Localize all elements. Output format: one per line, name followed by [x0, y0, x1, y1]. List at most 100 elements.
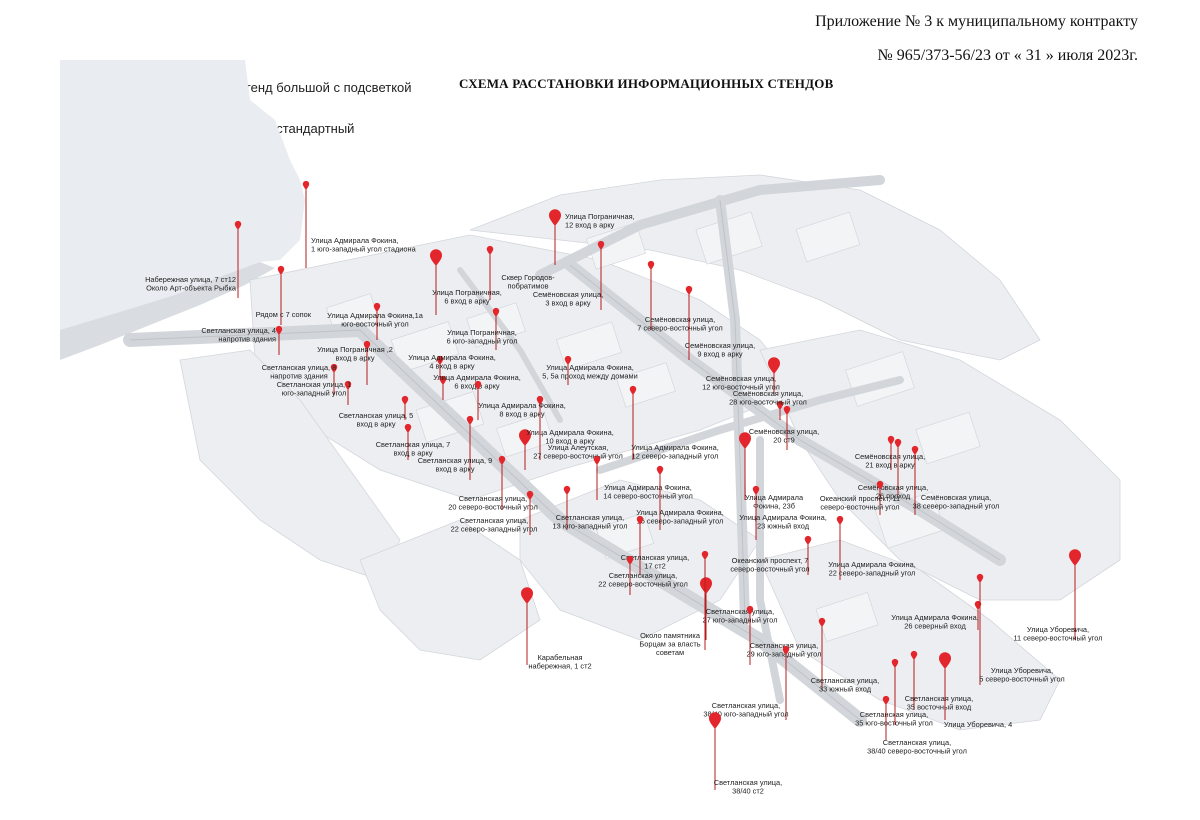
standard-stand-pin[interactable]: Светланская улица,38/40 юго-западный уго… [703, 645, 790, 720]
big-stand-pin[interactable]: Улица Пограничная,12 вход в арку [549, 209, 635, 265]
pin-label: Светланская улица,29 юго-западный угол [747, 641, 822, 659]
standard-stand-pin[interactable]: Семёновская улица,21 вход в арку [855, 435, 925, 470]
standard-stand-pin[interactable]: Улица Адмирала Фокина,12 северо-западный… [629, 385, 719, 461]
standard-stand-pin[interactable]: Семёновская улица,28 юго-восточный угол [729, 389, 807, 420]
pin-label-line: советам [656, 648, 684, 657]
pin-label-line: Улица Уборевича, 4 [944, 720, 1012, 729]
pin-label-line: Фокина, 23б [753, 502, 795, 511]
standard-stand-pin[interactable]: Улица Алеутская,27 северо-восточный угол [533, 395, 623, 461]
standard-stand-pin[interactable]: Улица Адмирала Фокина,5, 5а проход между… [542, 355, 638, 385]
standard-pin-marker-icon [277, 265, 285, 275]
standard-stand-pin[interactable]: Светланская улица,22 северо-восточный уг… [598, 555, 688, 595]
standard-stand-pin[interactable]: Светланская улица,17 ст2 [621, 515, 689, 575]
pin-label: Улица Адмирала Фокина,26 северный вход [891, 613, 979, 631]
standard-pin-marker-icon [976, 573, 984, 583]
standard-stand-pin[interactable]: Светланская улица,20 северо-восточный уг… [448, 455, 538, 512]
pin-label: Семёновская улица,26 проход [858, 483, 928, 501]
standard-stand-pin[interactable]: Улица Адмирала Фокина,8 вход в арку [474, 380, 566, 420]
standard-stand-pin[interactable]: Семёновская улица,20 ст9 [749, 405, 819, 450]
standard-stand-pin[interactable]: Улица Пограничная,6 юго-западный угол [447, 307, 518, 350]
pin-label: Улица Уборевича, 4 [944, 720, 1012, 729]
standard-stand-pin[interactable]: Улица Адмирала Фокина,22 северо-западный… [828, 515, 916, 580]
pin-label-line: Светланская улица, [714, 778, 782, 787]
standard-pin-marker-icon [752, 485, 760, 495]
pin-label-line: 1 юго-западный угол стадиона [311, 245, 417, 254]
big-pin-marker-icon [519, 429, 531, 446]
standard-stand-pin[interactable]: Светланская улица,38/40 северо-восточный… [867, 695, 967, 756]
big-pin-marker-icon [739, 432, 751, 449]
standard-stand-pin[interactable]: Светланская улица,35 юго-восточный угол [855, 658, 933, 728]
standard-stand-pin[interactable]: Рядом с 7 сопок [256, 265, 312, 325]
pin-label-line: 11 северо-восточный угол [1014, 634, 1103, 643]
standard-stand-pin[interactable]: Светланская улица,35 восточный вход [905, 650, 973, 712]
standard-stand-pin[interactable]: Улица Адмирала Фокина,14 северо-восточны… [593, 455, 693, 501]
big-stand-pin[interactable]: Улица Адмирала Фокина,10 вход в арку [519, 428, 614, 470]
standard-stand-pin[interactable]: Семёновская улица,26 проход [858, 438, 928, 501]
pin-label-line: вход в арку [435, 465, 474, 474]
bay-water [60, 60, 305, 355]
standard-stand-pin[interactable]: Улица Уборевича,5 северо-восточный угол [976, 573, 1065, 685]
standard-stand-pin[interactable]: Улица Адмирала Фокина,4 вход в арку [408, 353, 496, 380]
pin-label-line: 20 ст9 [773, 436, 794, 445]
standard-stand-pin[interactable]: Улица Адмирала Фокина,1 юго-западный уго… [302, 180, 417, 268]
big-pin-marker-icon [430, 249, 442, 266]
standard-stand-pin[interactable]: Светланская улица,22 северо-западный уго… [451, 490, 538, 535]
pin-label: Светланская улица,13 юго-западный угол [553, 513, 628, 531]
standard-stand-pin[interactable]: Семёновская улица,7 северо-восточный уго… [637, 260, 723, 333]
standard-stand-pin[interactable]: Семёновская улица,38 северо-западный уго… [911, 445, 1000, 515]
standard-pin-marker-icon [887, 435, 895, 445]
standard-pin-marker-icon [234, 220, 242, 230]
standard-pin-marker-icon [275, 325, 283, 335]
standard-pin-marker-icon [776, 400, 784, 410]
pin-label: Улица Адмирала Фокина,23 южный вход [739, 513, 827, 531]
pin-label: Семёновская улица,12 юго-восточный угол [702, 374, 780, 392]
big-stand-pin[interactable]: Улица Уборевича, 4 [939, 652, 1012, 729]
standard-pin-marker-icon [746, 605, 754, 615]
pin-label-line: 6 вход в арку [444, 297, 490, 306]
standard-stand-pin[interactable]: Семёновская улица,3 вход в арку [533, 240, 605, 310]
big-stand-pin[interactable]: Светланская улица,38/40 ст2 [709, 712, 782, 796]
big-stand-pin[interactable]: Улица Пограничная,6 вход в арку [430, 249, 502, 315]
pin-label: Светланская улица,33 южный вход [811, 676, 879, 694]
standard-stand-pin[interactable]: Светланская улица,33 южный вход [811, 617, 879, 694]
pin-label-line: 38/40 северо-восточный угол [867, 747, 967, 756]
pin-label-line: 6 юго-западный угол [447, 337, 518, 346]
standard-stand-pin[interactable]: Улица Адмирала Фокина,23 южный вход [739, 485, 827, 540]
pin-label-line: Светланская улица, [883, 738, 951, 747]
pin-label: Семёновская улица,20 ст9 [749, 427, 819, 445]
standard-stand-pin[interactable]: Улица Адмирала Фокина,16 северо-западный… [636, 465, 724, 530]
pin-label-line: побратимов [507, 282, 548, 291]
pin-label-line: Сквер Городов- [501, 273, 555, 282]
pin-label-line: Светланская улица, 1 [277, 380, 352, 389]
standard-stand-pin[interactable]: Семёновская улица,9 вход в арку [685, 285, 755, 360]
standard-stand-pin[interactable]: Сквер Городов-побратимов [486, 245, 555, 300]
standard-stand-pin[interactable]: Светланская улица,13 юго-западный угол [553, 485, 628, 531]
big-stand-pin[interactable]: Светланская улица,27 юго-западный угол [700, 577, 777, 640]
big-stand-pin[interactable]: Семёновская улица,12 юго-восточный угол [702, 357, 780, 395]
big-stand-pin[interactable]: Улица Уборевича,11 северо-восточный угол [1014, 549, 1103, 643]
pin-label-line: 38/40 ст2 [732, 787, 764, 796]
pin-label-line: вход в арку [356, 420, 395, 429]
standard-stand-pin[interactable]: Светланская улица,29 юго-западный угол [746, 605, 822, 665]
pin-label: Семёновская улица,7 северо-восточный уго… [637, 315, 722, 333]
pin-label: Улица Адмирала Фокина,4 вход в арку [408, 353, 496, 371]
pin-label: Семёновская улица,9 вход в арку [685, 341, 755, 359]
pin-label-line: 3 вход в арку [545, 299, 591, 308]
